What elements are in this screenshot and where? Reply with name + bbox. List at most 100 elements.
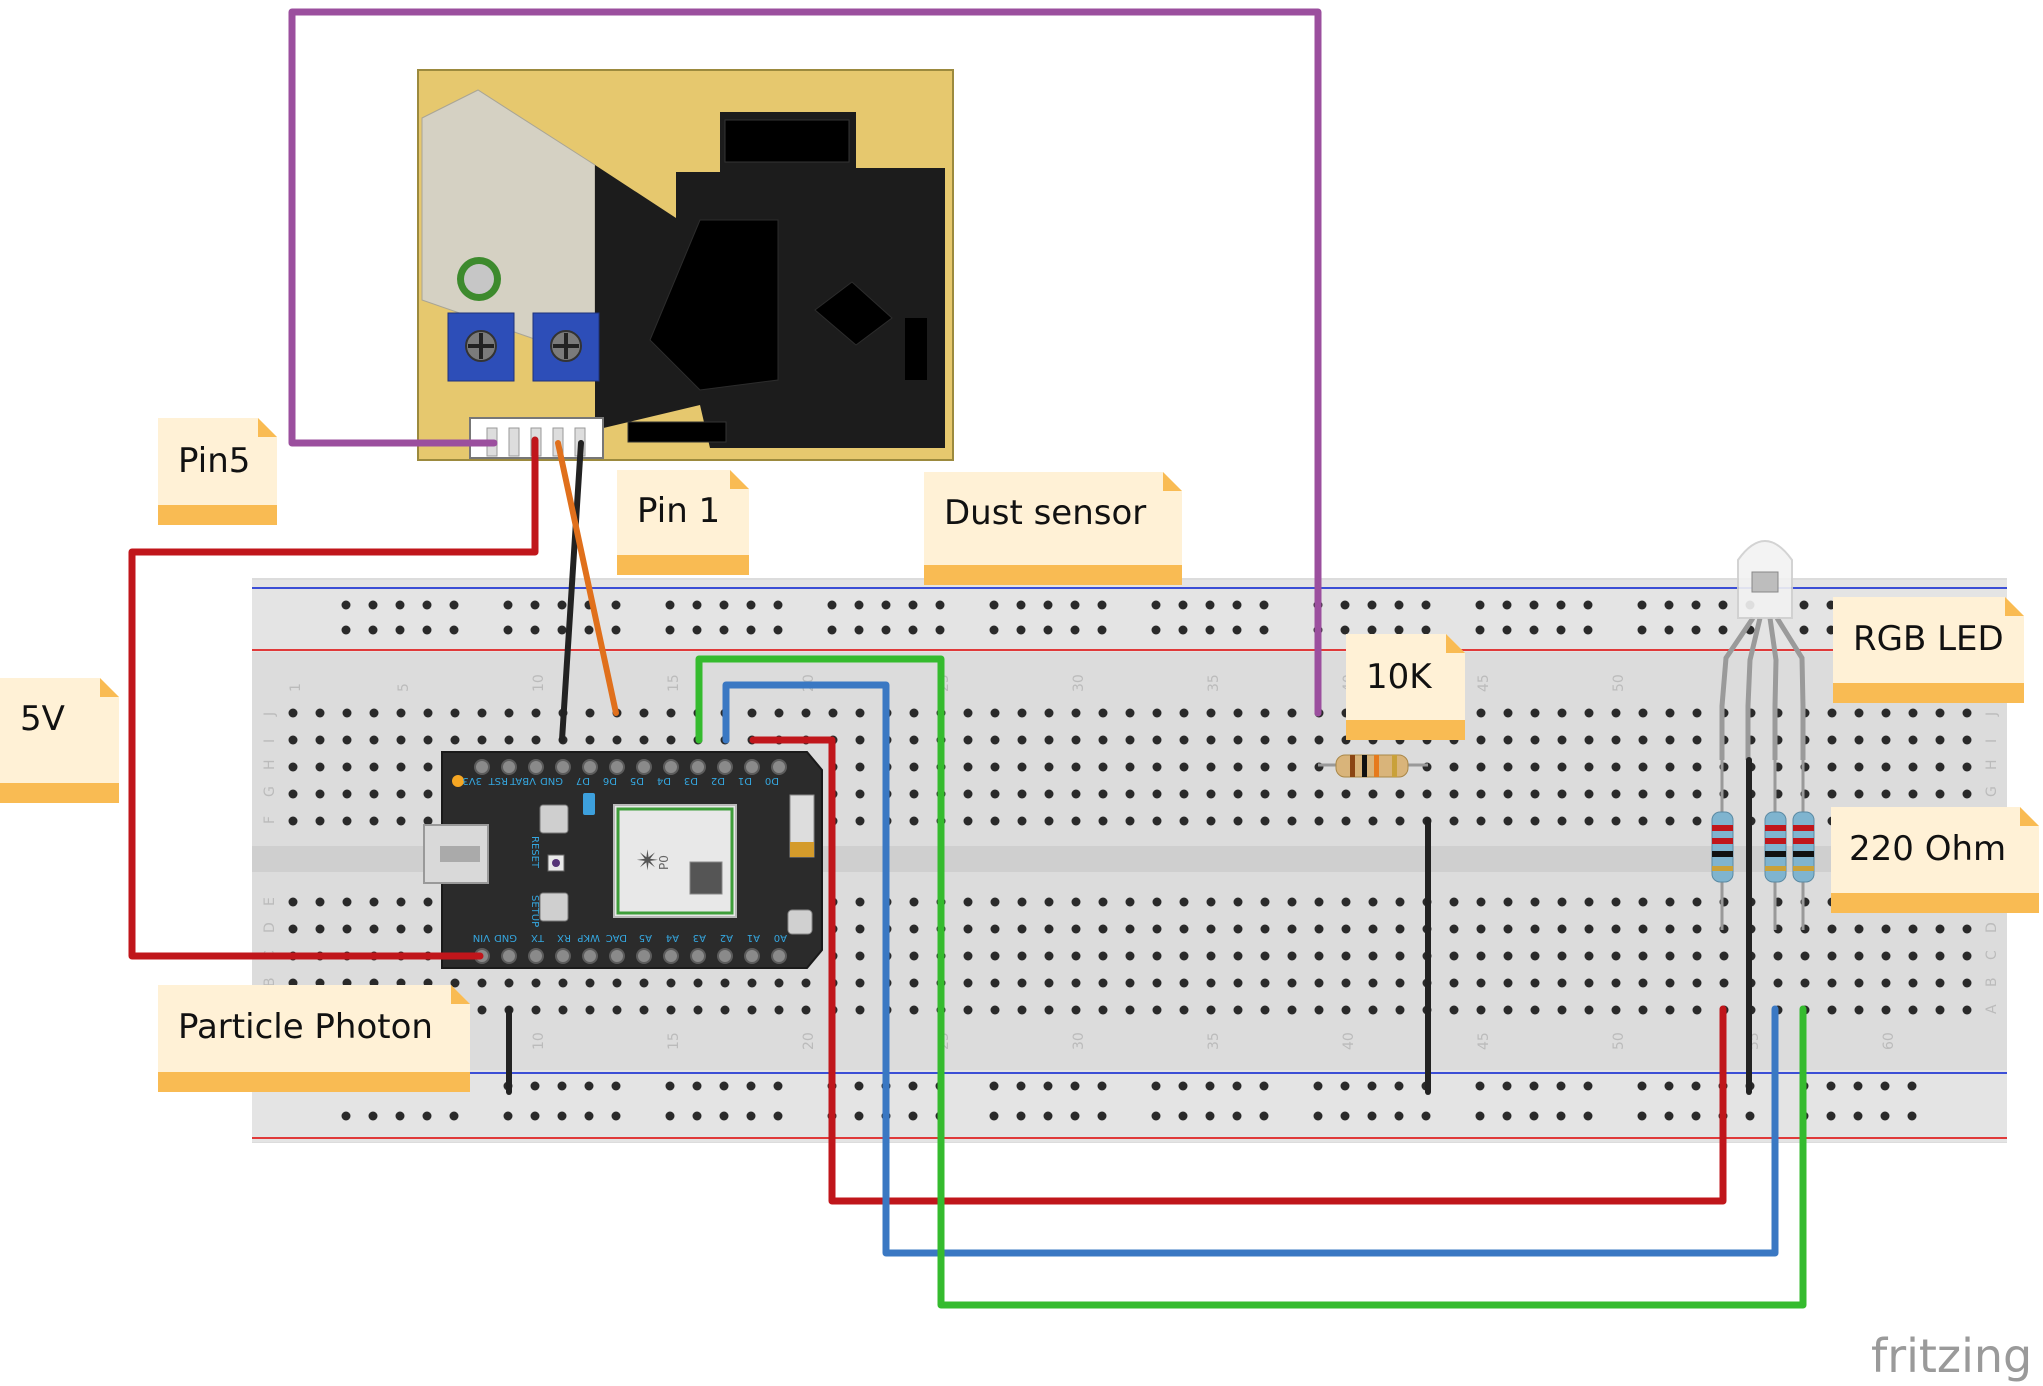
breadboard-hole xyxy=(1476,708,1486,718)
breadboard-hole xyxy=(1503,978,1513,988)
photon-pin-label: VIN xyxy=(473,932,490,943)
resistor-220 xyxy=(1792,760,1815,930)
star-icon xyxy=(452,775,464,787)
power-rail-hole xyxy=(1556,600,1566,610)
note-body xyxy=(1346,634,1465,720)
photon-pin-label: RST xyxy=(488,775,508,786)
breadboard-hole xyxy=(1044,1005,1054,1015)
col-number-bottom: 50 xyxy=(1611,1032,1627,1050)
power-rail-hole xyxy=(881,600,891,610)
breadboard-hole xyxy=(1152,924,1162,934)
resistor-band xyxy=(1793,851,1814,857)
breadboard-hole xyxy=(1071,708,1081,718)
breadboard-hole xyxy=(315,816,325,826)
photon-pin xyxy=(663,948,679,964)
breadboard-hole xyxy=(1935,924,1945,934)
breadboard-hole xyxy=(720,978,730,988)
breadboard-hole xyxy=(1368,897,1378,907)
breadboard-hole xyxy=(720,1005,730,1015)
breadboard-hole xyxy=(1206,708,1216,718)
breadboard-hole xyxy=(1638,762,1648,772)
power-rail-hole xyxy=(449,1111,459,1121)
power-rail-hole xyxy=(611,1111,621,1121)
breadboard-hole xyxy=(1152,789,1162,799)
breadboard-hole xyxy=(1206,1005,1216,1015)
power-rail-hole xyxy=(1043,600,1053,610)
breadboard-hole xyxy=(1017,816,1027,826)
power-rail-hole xyxy=(1394,1081,1404,1091)
breadboard-hole xyxy=(1935,708,1945,718)
power-rail-hole xyxy=(530,1111,540,1121)
power-rail-hole xyxy=(503,600,513,610)
breadboard-hole xyxy=(990,789,1000,799)
power-rail-hole xyxy=(1097,625,1107,635)
breadboard-hole xyxy=(1881,735,1891,745)
breadboard-hole xyxy=(612,735,622,745)
breadboard-hole xyxy=(1557,897,1567,907)
power-rail-hole xyxy=(854,1081,864,1091)
breadboard-hole xyxy=(1260,951,1270,961)
breadboard-hole xyxy=(666,708,676,718)
breadboard-hole xyxy=(1341,978,1351,988)
power-rail-hole xyxy=(503,1111,513,1121)
breadboard-hole xyxy=(1503,708,1513,718)
breadboard-hole xyxy=(1368,978,1378,988)
breadboard-hole xyxy=(1881,762,1891,772)
breadboard-hole xyxy=(1854,789,1864,799)
power-rail-hole xyxy=(530,1081,540,1091)
power-rail-hole xyxy=(1151,600,1161,610)
breadboard-hole xyxy=(1098,816,1108,826)
row-letter-left: J xyxy=(262,712,278,717)
power-rail-hole xyxy=(1340,1111,1350,1121)
breadboard-hole xyxy=(990,735,1000,745)
photon-pin xyxy=(609,759,625,775)
breadboard-hole xyxy=(666,1005,676,1015)
power-rail-hole xyxy=(1043,625,1053,635)
breadboard-hole xyxy=(1665,978,1675,988)
note-220-ohm: 220 Ohm xyxy=(1831,807,2039,913)
breadboard-hole xyxy=(855,924,865,934)
power-rail-hole xyxy=(1016,600,1026,610)
breadboard-hole xyxy=(990,816,1000,826)
photon-pin xyxy=(690,759,706,775)
breadboard-hole xyxy=(1773,951,1783,961)
breadboard-hole xyxy=(1368,789,1378,799)
note-body xyxy=(1833,597,2024,683)
photon-pin-headers xyxy=(474,759,787,964)
breadboard-hole xyxy=(1260,1005,1270,1015)
breadboard-hole xyxy=(342,789,352,799)
breadboard-hole xyxy=(1314,897,1324,907)
breadboard-hole xyxy=(1908,978,1918,988)
breadboard-hole xyxy=(1881,924,1891,934)
led-die xyxy=(1751,571,1779,593)
power-rail-hole xyxy=(1178,625,1188,635)
row-letter-right: J xyxy=(1984,712,2000,717)
power-rail-hole xyxy=(1259,1111,1269,1121)
resistor-band xyxy=(1765,838,1786,844)
photon-top-pin-labels: 3V3 RST VBAT GND D7 D6 D5 D4 D3 D2 D1 D0 xyxy=(462,775,779,786)
power-rail-hole xyxy=(989,600,999,610)
breadboard-hole xyxy=(747,1005,757,1015)
breadboard-hole xyxy=(1638,1005,1648,1015)
breadboard-hole xyxy=(1908,789,1918,799)
breadboard-hole xyxy=(1260,816,1270,826)
power-rail-hole xyxy=(989,1111,999,1121)
breadboard-hole xyxy=(315,762,325,772)
breadboard-hole xyxy=(396,735,406,745)
led-lead xyxy=(1767,617,1779,760)
breadboard-hole xyxy=(1503,816,1513,826)
row-letter-left: B xyxy=(262,977,278,987)
breadboard-hole xyxy=(1719,978,1729,988)
note-pin1: Pin 1 xyxy=(617,470,749,575)
breadboard-hole xyxy=(1530,924,1540,934)
photon-pin-label: GND xyxy=(494,932,517,943)
power-rail-hole xyxy=(719,1111,729,1121)
dust-sensor-slot-top xyxy=(724,119,850,163)
power-rail-hole xyxy=(1556,625,1566,635)
power-rail-hole xyxy=(584,1111,594,1121)
col-number-bottom: 45 xyxy=(1476,1032,1492,1050)
power-rail-hole xyxy=(665,625,675,635)
breadboard-hole xyxy=(1827,924,1837,934)
breadboard-hole xyxy=(1692,951,1702,961)
breadboard-hole xyxy=(1260,762,1270,772)
